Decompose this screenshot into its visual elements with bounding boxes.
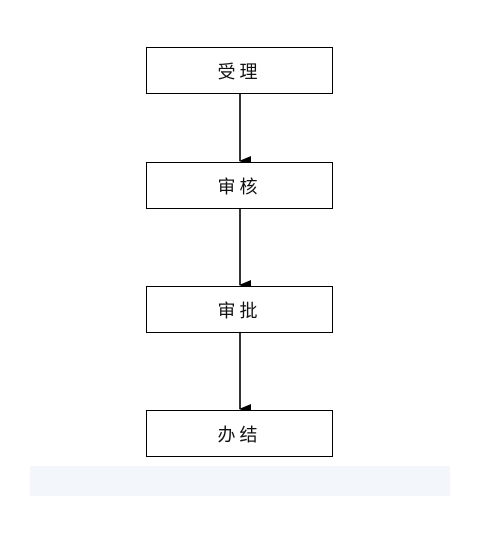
step-review-box: 审核	[146, 162, 333, 209]
step-approve-box: 审批	[146, 286, 333, 333]
background-band	[30, 466, 450, 496]
step-accept-box: 受理	[146, 47, 333, 94]
step-complete-box: 办结	[146, 410, 333, 457]
step-complete-label: 办结	[217, 424, 262, 446]
step-approve-label: 审批	[217, 300, 262, 322]
step-review-label: 审核	[217, 176, 262, 198]
step-accept-label: 受理	[217, 61, 262, 83]
